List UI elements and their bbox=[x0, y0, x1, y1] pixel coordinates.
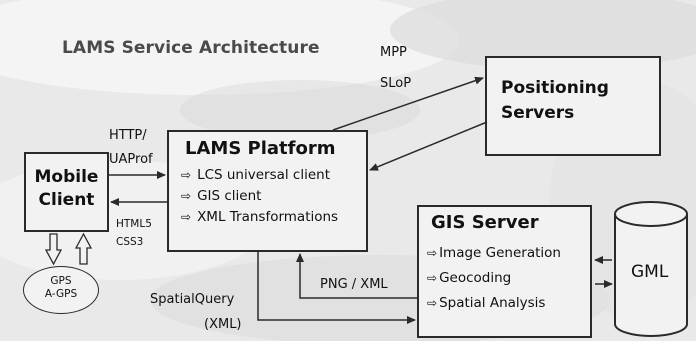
lams-platform-title: LAMS Platform bbox=[185, 138, 336, 159]
arrow-outline-right-icon: ⇨ bbox=[181, 210, 192, 224]
gml-database-icon bbox=[614, 201, 688, 337]
gis-item-label: Geocoding bbox=[439, 270, 512, 286]
agps-label: A-GPS bbox=[44, 288, 78, 300]
arrow-outline-right-icon: ⇨ bbox=[427, 296, 438, 310]
label-http: HTTP/ bbox=[109, 128, 147, 143]
gis-item-geocoding: ⇨Geocoding bbox=[427, 266, 561, 291]
label-png-xml: PNG / XML bbox=[320, 277, 388, 292]
mobile-client-label-line1: Mobile bbox=[34, 167, 99, 187]
arrow-outline-right-icon: ⇨ bbox=[181, 189, 192, 203]
gml-label: GML bbox=[631, 262, 669, 282]
lams-platform-box: LAMS Platform ⇨ LCS universal client ⇨ GIS… bbox=[167, 130, 368, 252]
mobile-client-box: Mobile Client bbox=[24, 152, 109, 232]
gps-node: GPS A-GPS bbox=[23, 266, 99, 314]
positioning-servers-box: Positioning Servers bbox=[485, 56, 661, 156]
positioning-servers-label-line2: Servers bbox=[501, 103, 575, 123]
label-spatial-query-xml: (XML) bbox=[204, 317, 242, 332]
label-mpp: MPP bbox=[380, 45, 407, 60]
arrow-outline-right-icon: ⇨ bbox=[427, 246, 438, 260]
label-slop: SLoP bbox=[380, 76, 412, 91]
mobile-client-label-line2: Client bbox=[38, 190, 95, 210]
label-css3: CSS3 bbox=[116, 236, 144, 248]
gis-server-title: GIS Server bbox=[431, 212, 539, 233]
gis-item-spatial-analysis: ⇨Spatial Analysis bbox=[427, 291, 561, 316]
diagram-title: LAMS Service Architecture bbox=[62, 38, 320, 58]
gis-item-label: Spatial Analysis bbox=[439, 295, 546, 311]
label-uaprof: UAProf bbox=[109, 152, 153, 167]
lams-item-lcs-client: ⇨ LCS universal client bbox=[181, 165, 338, 186]
gis-item-image-generation: ⇨Image Generation bbox=[427, 241, 561, 266]
gis-server-box: GIS Server ⇨Image Generation ⇨Geocoding … bbox=[417, 205, 592, 338]
arrow-outline-right-icon: ⇨ bbox=[427, 271, 438, 285]
arrow-outline-right-icon: ⇨ bbox=[181, 168, 192, 182]
lams-item-label: GIS client bbox=[197, 188, 262, 204]
label-spatial-query: SpatialQuery bbox=[150, 292, 235, 307]
gps-label: GPS bbox=[50, 275, 72, 287]
gis-item-label: Image Generation bbox=[439, 245, 561, 261]
positioning-servers-label-line1: Positioning bbox=[501, 78, 609, 98]
label-html5: HTML5 bbox=[116, 218, 152, 230]
lams-item-xml-transformations: ⇨ XML Transformations bbox=[181, 207, 338, 228]
lams-item-gis-client: ⇨ GIS client bbox=[181, 186, 338, 207]
lams-item-label: XML Transformations bbox=[197, 209, 339, 225]
lams-item-label: LCS universal client bbox=[197, 167, 331, 183]
